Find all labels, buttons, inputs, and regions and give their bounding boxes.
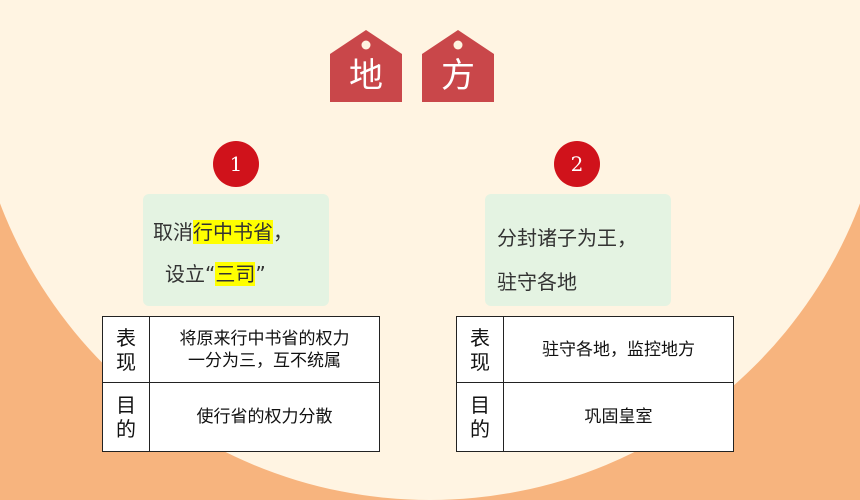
number-badge-2: 2 (554, 141, 600, 187)
head-char: 表 (116, 325, 136, 350)
right-summary-box: 分封诸子为王， 驻守各地 (485, 194, 671, 306)
head-char: 目 (116, 393, 136, 417)
highlight-text: 三司 (215, 262, 256, 286)
table-row-head: 目 的 (456, 382, 504, 452)
table-cell: 使行省的权力分散 (149, 382, 380, 452)
left-summary-box: 取消行中书省， 设立“三司” (143, 194, 329, 306)
right-box-line-1: 分封诸子为王， (497, 226, 637, 250)
tag-shape (422, 30, 494, 102)
title-tag-di: 地 (330, 30, 402, 102)
left-box-line-1: 取消行中书省， (153, 216, 293, 245)
table-row: 表 现 将原来行中书省的权力 一分为三，互不统属 (102, 316, 380, 383)
text: 取消 (153, 220, 193, 244)
table-row: 目 的 巩固皇室 (456, 382, 734, 452)
right-info-table: 表 现 驻守各地，监控地方 目 的 巩固皇室 (456, 316, 734, 452)
text: 设立“ (165, 262, 216, 286)
head-char: 表 (470, 325, 490, 350)
left-info-table: 表 现 将原来行中书省的权力 一分为三，互不统属 目 的 使行省的权力分散 (102, 316, 380, 452)
table-cell: 驻守各地，监控地方 (503, 316, 734, 383)
cell-line: 使行省的权力分散 (196, 407, 333, 427)
text: ， (273, 220, 293, 244)
table-row-head: 表 现 (456, 316, 504, 383)
head-char: 目 (470, 393, 490, 417)
table-row: 表 现 驻守各地，监控地方 (456, 316, 734, 383)
table-row-head: 表 现 (102, 316, 150, 383)
head-char: 现 (470, 349, 490, 374)
tag-label: 地 (349, 56, 383, 96)
tag-shape (330, 30, 402, 102)
title-tag-fang: 方 (422, 30, 494, 102)
cell-line: 巩固皇室 (584, 407, 653, 427)
table-row-head: 目 的 (102, 382, 150, 452)
right-box-line-2: 驻守各地 (497, 270, 577, 294)
table-cell: 巩固皇室 (503, 382, 734, 452)
cell-line: 一分为三，互不统属 (188, 350, 341, 371)
number-badge-1: 1 (213, 141, 259, 187)
highlight-text: 行中书省 (193, 220, 273, 244)
text: ” (255, 262, 266, 286)
table-row: 目 的 使行省的权力分散 (102, 382, 380, 452)
left-box-line-2: 设立“三司” (165, 258, 266, 287)
cell-line: 将原来行中书省的权力 (179, 328, 350, 349)
head-char: 现 (116, 349, 136, 374)
cell-line: 驻守各地，监控地方 (542, 339, 695, 360)
head-char: 的 (116, 417, 136, 441)
head-char: 的 (470, 417, 490, 441)
table-cell: 将原来行中书省的权力 一分为三，互不统属 (149, 316, 380, 383)
tag-label: 方 (441, 56, 475, 96)
